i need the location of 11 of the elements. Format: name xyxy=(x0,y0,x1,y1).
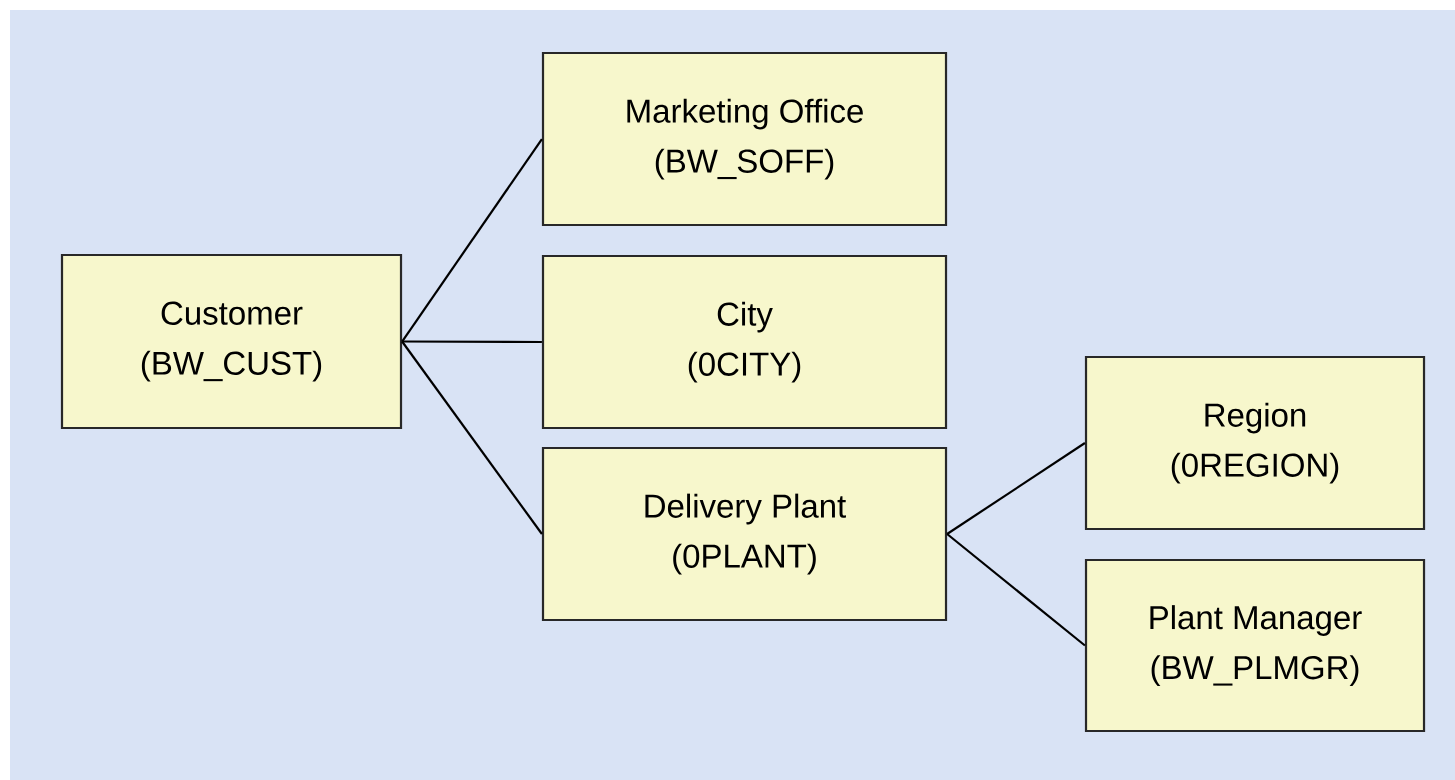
connector-line xyxy=(946,442,1086,535)
entity-box: City (0CITY) xyxy=(541,254,948,430)
entity-box: Delivery Plant (0PLANT) xyxy=(541,446,948,622)
entity-box: Customer (BW_CUST) xyxy=(60,253,403,430)
entity-box: Plant Manager (BW_PLMGR) xyxy=(1084,558,1426,733)
connector-line xyxy=(401,340,543,535)
entity-box: Marketing Office (BW_SOFF) xyxy=(541,51,948,227)
connector-line xyxy=(946,533,1086,647)
connector-line xyxy=(402,340,542,344)
connector-line xyxy=(401,138,543,343)
entity-box: Region (0REGION) xyxy=(1084,355,1426,531)
